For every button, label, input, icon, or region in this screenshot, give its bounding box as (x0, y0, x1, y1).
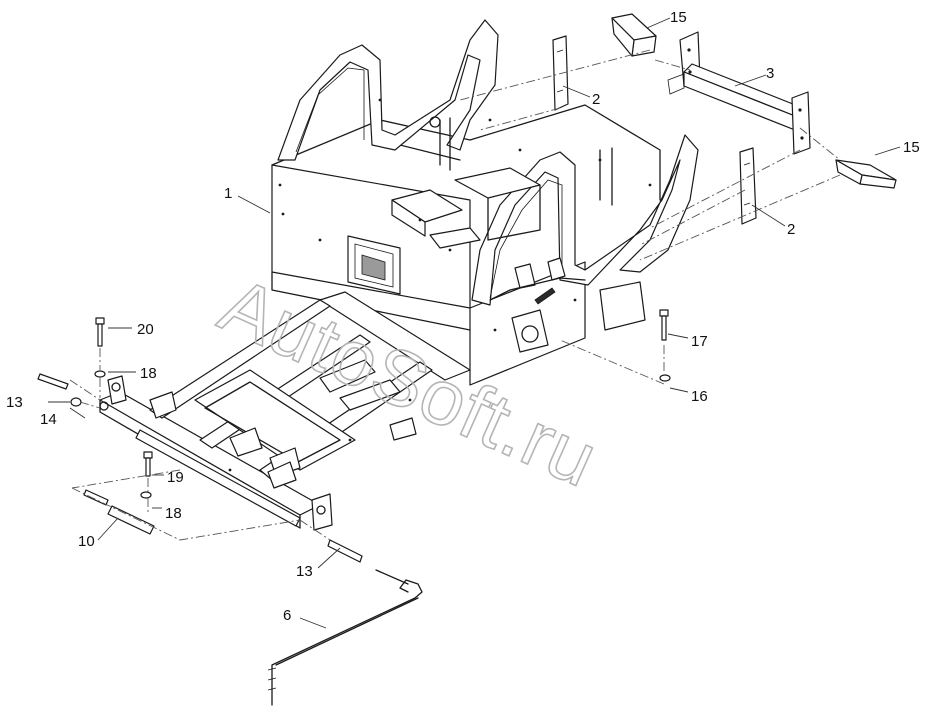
bracket-lower (835, 159, 897, 189)
washer-18-upper (94, 370, 106, 378)
callout-15-lower: 15 (903, 139, 920, 156)
callout-13-right: 13 (296, 563, 313, 580)
side-plate-upper (552, 35, 569, 111)
bolt-17 (659, 309, 669, 341)
cross-beam (667, 31, 811, 155)
callout-18-upper: 18 (140, 365, 157, 382)
callout-16: 16 (691, 388, 708, 405)
sub-frame (99, 291, 471, 531)
bracket-upper (611, 13, 657, 57)
callout-19: 19 (167, 469, 184, 486)
callout-labels: 1 2 2 3 6 10 13 13 14 15 15 16 17 18 18 … (6, 9, 920, 624)
callout-20: 20 (137, 321, 154, 338)
pin-13-left (37, 373, 69, 390)
pin-13-right (327, 539, 363, 563)
washer-16 (659, 374, 671, 382)
callout-6: 6 (283, 607, 291, 624)
side-plate-lower (739, 147, 757, 225)
callout-15-upper: 15 (670, 9, 687, 26)
washer-14 (70, 397, 82, 407)
control-rod (267, 569, 423, 706)
assembly-lines (69, 49, 841, 541)
callout-18-lower: 18 (165, 505, 182, 522)
callout-13-left: 13 (6, 394, 23, 411)
main-frame (271, 19, 699, 386)
leader-lines (48, 17, 901, 629)
pin-10 (83, 489, 155, 535)
callout-3: 3 (766, 65, 774, 82)
callout-2-upper: 2 (592, 91, 600, 108)
bolt-20 (95, 317, 105, 347)
callout-10: 10 (78, 533, 95, 550)
callout-1: 1 (224, 185, 232, 202)
washer-18-lower (140, 491, 152, 499)
bolt-19 (143, 451, 153, 477)
callout-2-lower: 2 (787, 221, 795, 238)
callout-17: 17 (691, 333, 708, 350)
callout-14: 14 (40, 411, 57, 428)
